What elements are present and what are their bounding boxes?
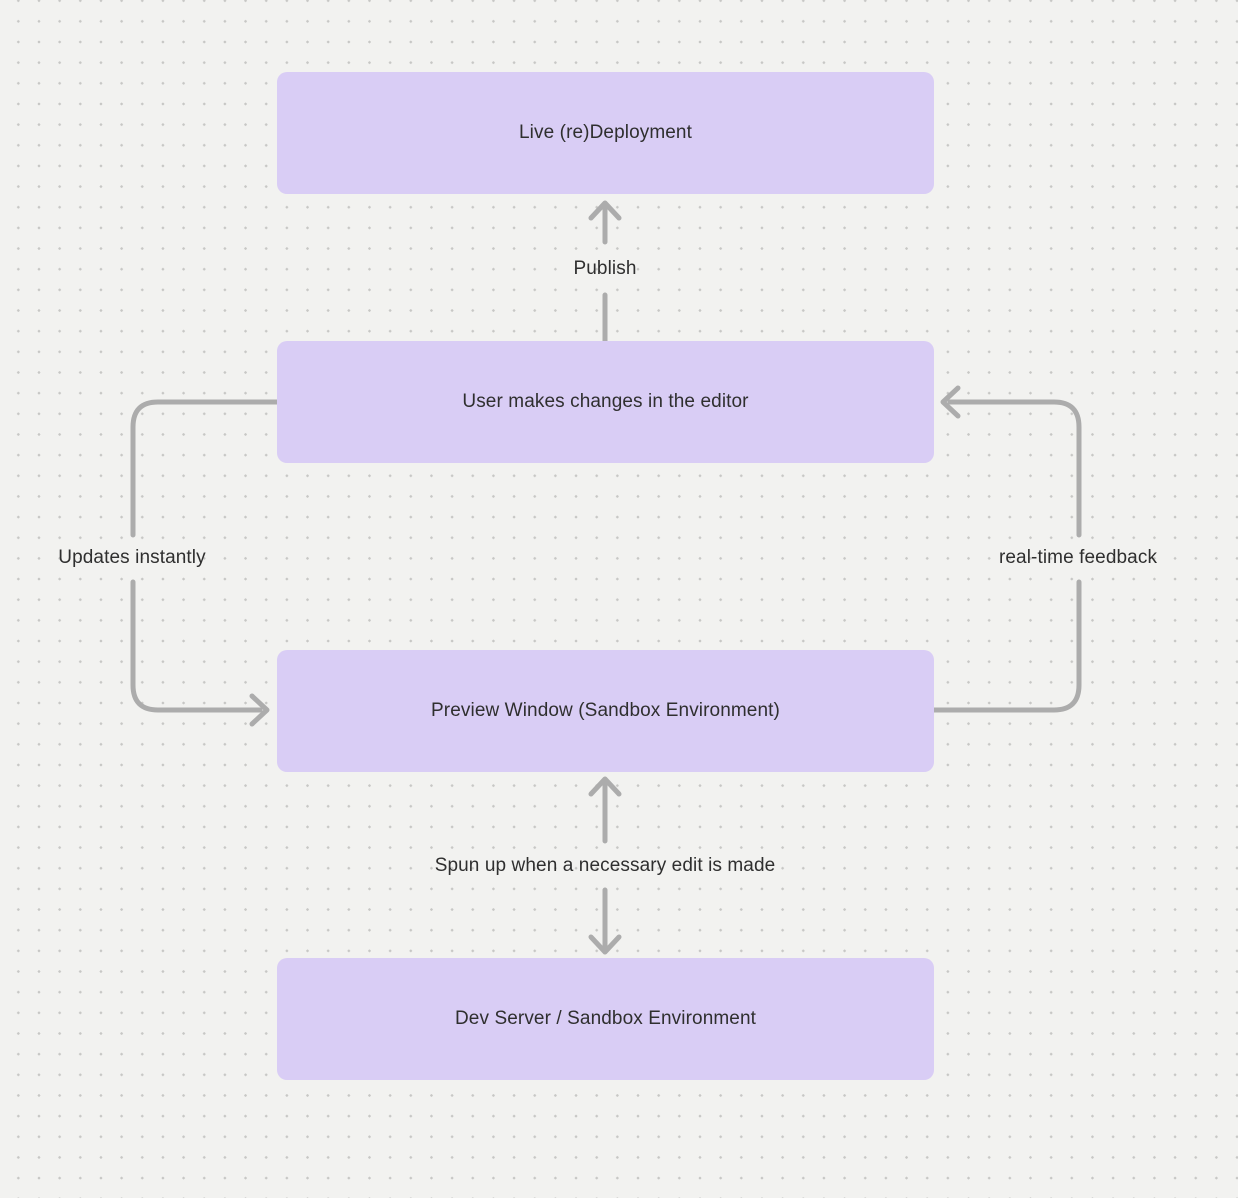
node-user-editor-changes: User makes changes in the editor [277, 341, 934, 463]
edge-label-publish: Publish [573, 258, 637, 279]
node-label: Dev Server / Sandbox Environment [454, 1008, 756, 1029]
node-live-redeployment: Live (re)Deployment [277, 72, 934, 194]
spun-up-arrow-up [588, 776, 622, 844]
node-dev-server: Dev Server / Sandbox Environment [277, 958, 934, 1080]
node-label: Preview Window (Sandbox Environment) [431, 700, 780, 721]
node-label: User makes changes in the editor [462, 391, 749, 412]
edge-label-updates-instantly: Updates instantly [58, 547, 206, 568]
spun-up-arrow-down [588, 887, 622, 955]
node-label: Live (re)Deployment [519, 122, 692, 143]
node-preview-window: Preview Window (Sandbox Environment) [277, 650, 934, 772]
edge-label-spun-up: Spun up when a necessary edit is made [434, 855, 776, 876]
edge-label-real-time-feedback: real-time feedback [998, 547, 1158, 568]
